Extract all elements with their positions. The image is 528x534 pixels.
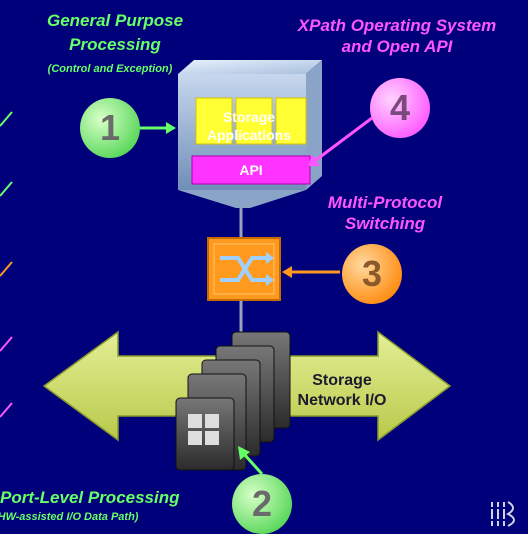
api-label: API: [239, 162, 263, 178]
storage-applications-label: Storage Applications: [206, 109, 291, 143]
storage-application-blocks: [195, 97, 307, 145]
processing-label: Processing: [69, 35, 161, 54]
xpath-os-label: XPath Operating System: [297, 16, 497, 35]
marker-three-number: 3: [361, 253, 383, 294]
marker-one-ball: [80, 98, 140, 158]
line-card-stack: [175, 331, 291, 471]
port-level-label: Port-Level Processing: [0, 488, 180, 507]
switch-box: [207, 237, 281, 301]
logo-mark: [488, 501, 515, 527]
storage-label: Storage: [312, 372, 372, 389]
general-purpose-label: General Purpose: [46, 11, 184, 30]
control-exception-label: (Control and Exception): [47, 63, 173, 75]
left-edge-ticks: [0, 111, 13, 418]
open-api-label: and Open API: [341, 37, 453, 56]
marker-one-number: 1: [99, 107, 121, 148]
marker-three-ball: [342, 244, 402, 304]
pointer-arrows: [140, 116, 373, 476]
api-bar: [191, 155, 311, 185]
marker-four-number: 4: [389, 87, 411, 128]
marker-two-ball: [232, 474, 292, 534]
marker-four-ball: [370, 78, 430, 138]
switching-label: Switching: [344, 214, 426, 233]
marker-two-number: 2: [251, 483, 273, 524]
multi-protocol-label: Multi-Protocol: [327, 193, 443, 212]
network-io-label: Network I/O: [297, 392, 387, 409]
assisted-io-label: (HW-assisted I/O Data Path): [0, 511, 139, 523]
